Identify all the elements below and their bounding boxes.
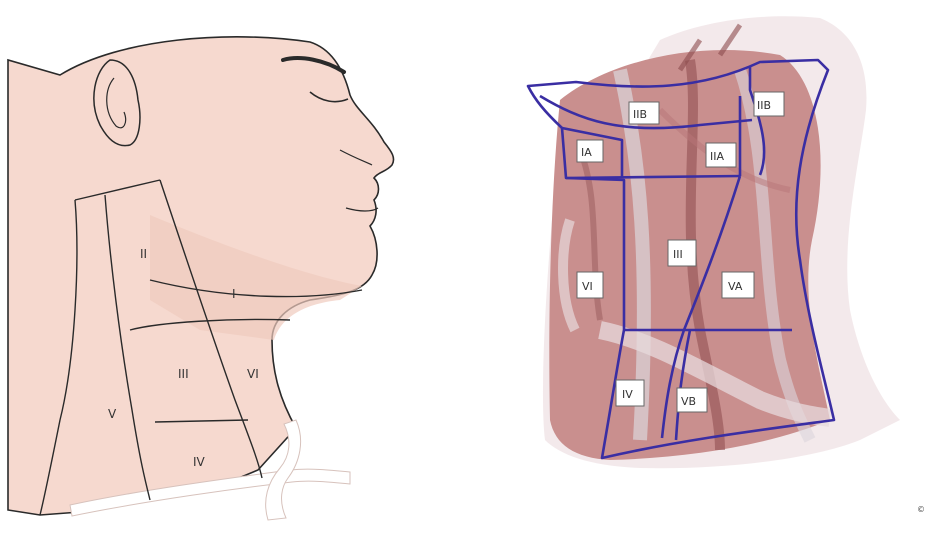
level-label-v: V (108, 407, 117, 421)
left-neck-diagram: II I III VI V IV (8, 37, 394, 520)
region-label-ib: IIB (633, 108, 647, 121)
level-label-vi: VI (247, 367, 259, 381)
region-label-vi: VI (582, 280, 593, 293)
level-label-iv: IV (193, 455, 206, 469)
region-label-vb: VB (681, 395, 696, 408)
region-label-iv: IV (622, 388, 633, 401)
region-label-iia: IIA (710, 150, 724, 163)
region-label-iii: III (673, 248, 683, 261)
right-anatomy-diagram: IIB IIB IA IIA III VI VA IV VB (528, 16, 900, 468)
copyright-mark: © (917, 505, 925, 514)
region-label-iib: IIB (757, 99, 771, 112)
level-label-ii: II (140, 247, 147, 261)
level-label-i: I (232, 287, 236, 301)
region-label-ia: IA (581, 146, 592, 159)
region-label-va: VA (728, 280, 743, 293)
level-label-iii: III (178, 367, 189, 381)
